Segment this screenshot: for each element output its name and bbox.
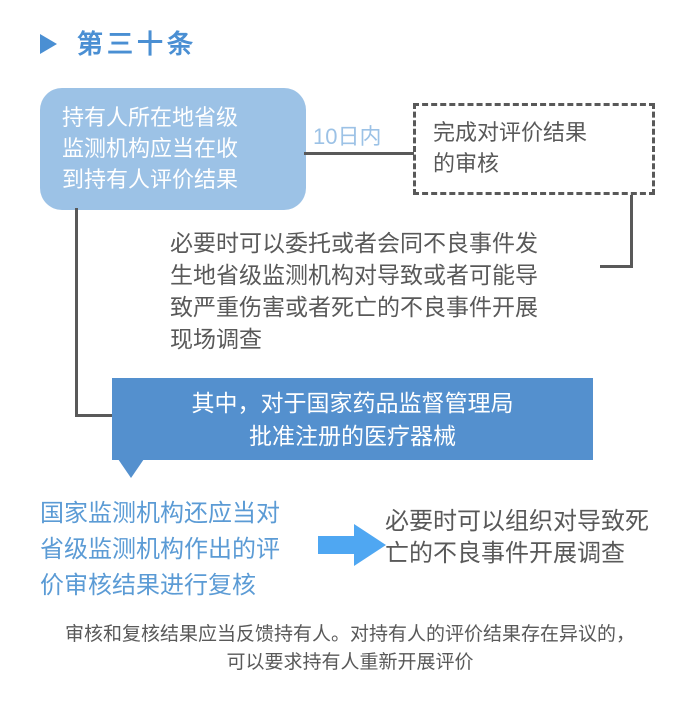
article-title-row: 第三十条 xyxy=(40,24,197,61)
connector-review-to-onsite-horizontal xyxy=(600,265,633,268)
play-triangle-icon xyxy=(40,34,57,54)
onsite-investigation-line: 生地省级监测机构对导致或者可能导 xyxy=(170,262,538,288)
connector-holder-to-among-vertical xyxy=(75,208,78,417)
duration-label: 10日内 xyxy=(313,124,382,149)
holder-monitor-box: 持有人所在地省级 监测机构应当在收 到持有人评价结果 xyxy=(40,88,306,210)
feedback-footer-line: 审核和复核结果应当反馈持有人。对持有人的评价结果存在异议的， xyxy=(64,624,635,645)
arrow-right-icon xyxy=(318,524,386,566)
callout-pointer-icon xyxy=(118,459,144,478)
death-investigation-note: 必要时可以组织对导致死 亡的不良事件开展调查 xyxy=(385,506,649,570)
nmpa-registered-box: 其中，对于国家药品监督管理局 批准注册的医疗器械 xyxy=(112,378,593,460)
nmpa-registered-box-line: 批准注册的医疗器械 xyxy=(249,423,456,449)
connector-holder-to-among-horizontal xyxy=(75,414,113,417)
holder-monitor-box-line: 到持有人评价结果 xyxy=(62,167,239,192)
holder-monitor-box-line: 监测机构应当在收 xyxy=(62,136,239,161)
national-review-note: 国家监测机构还应当对 省级监测机构作出的评 价审核结果进行复核 xyxy=(40,496,280,604)
review-result-box: 完成对评价结果 的审核 xyxy=(413,103,655,195)
feedback-footer-line: 可以要求持有人重新开展评价 xyxy=(226,652,474,673)
nmpa-registered-box-line: 其中，对于国家药品监督管理局 xyxy=(191,390,514,416)
onsite-investigation-line: 必要时可以委托或者会同不良事件发 xyxy=(170,230,538,256)
feedback-footer-note: 审核和复核结果应当反馈持有人。对持有人的评价结果存在异议的， 可以要求持有人重新… xyxy=(0,621,700,677)
onsite-investigation-note: 必要时可以委托或者会同不良事件发 生地省级监测机构对导致或者可能导 致严重伤害或… xyxy=(170,227,640,355)
holder-monitor-box-line: 持有人所在地省级 xyxy=(62,105,239,130)
connector-review-to-onsite-vertical xyxy=(630,195,633,268)
death-investigation-line: 必要时可以组织对导致死 xyxy=(385,508,649,535)
article-title: 第三十条 xyxy=(77,29,198,59)
connector-holder-to-review xyxy=(304,152,414,155)
national-review-line: 省级监测机构作出的评 xyxy=(40,536,280,563)
national-review-line: 国家监测机构还应当对 xyxy=(40,500,280,527)
onsite-investigation-line: 致严重伤害或者死亡的不良事件开展 xyxy=(170,294,538,320)
death-investigation-line: 亡的不良事件开展调查 xyxy=(385,540,625,567)
onsite-investigation-line: 现场调查 xyxy=(170,326,262,352)
review-result-box-line: 完成对评价结果 xyxy=(433,120,588,145)
national-review-line: 价审核结果进行复核 xyxy=(40,572,256,599)
review-result-box-line: 的审核 xyxy=(433,151,500,176)
